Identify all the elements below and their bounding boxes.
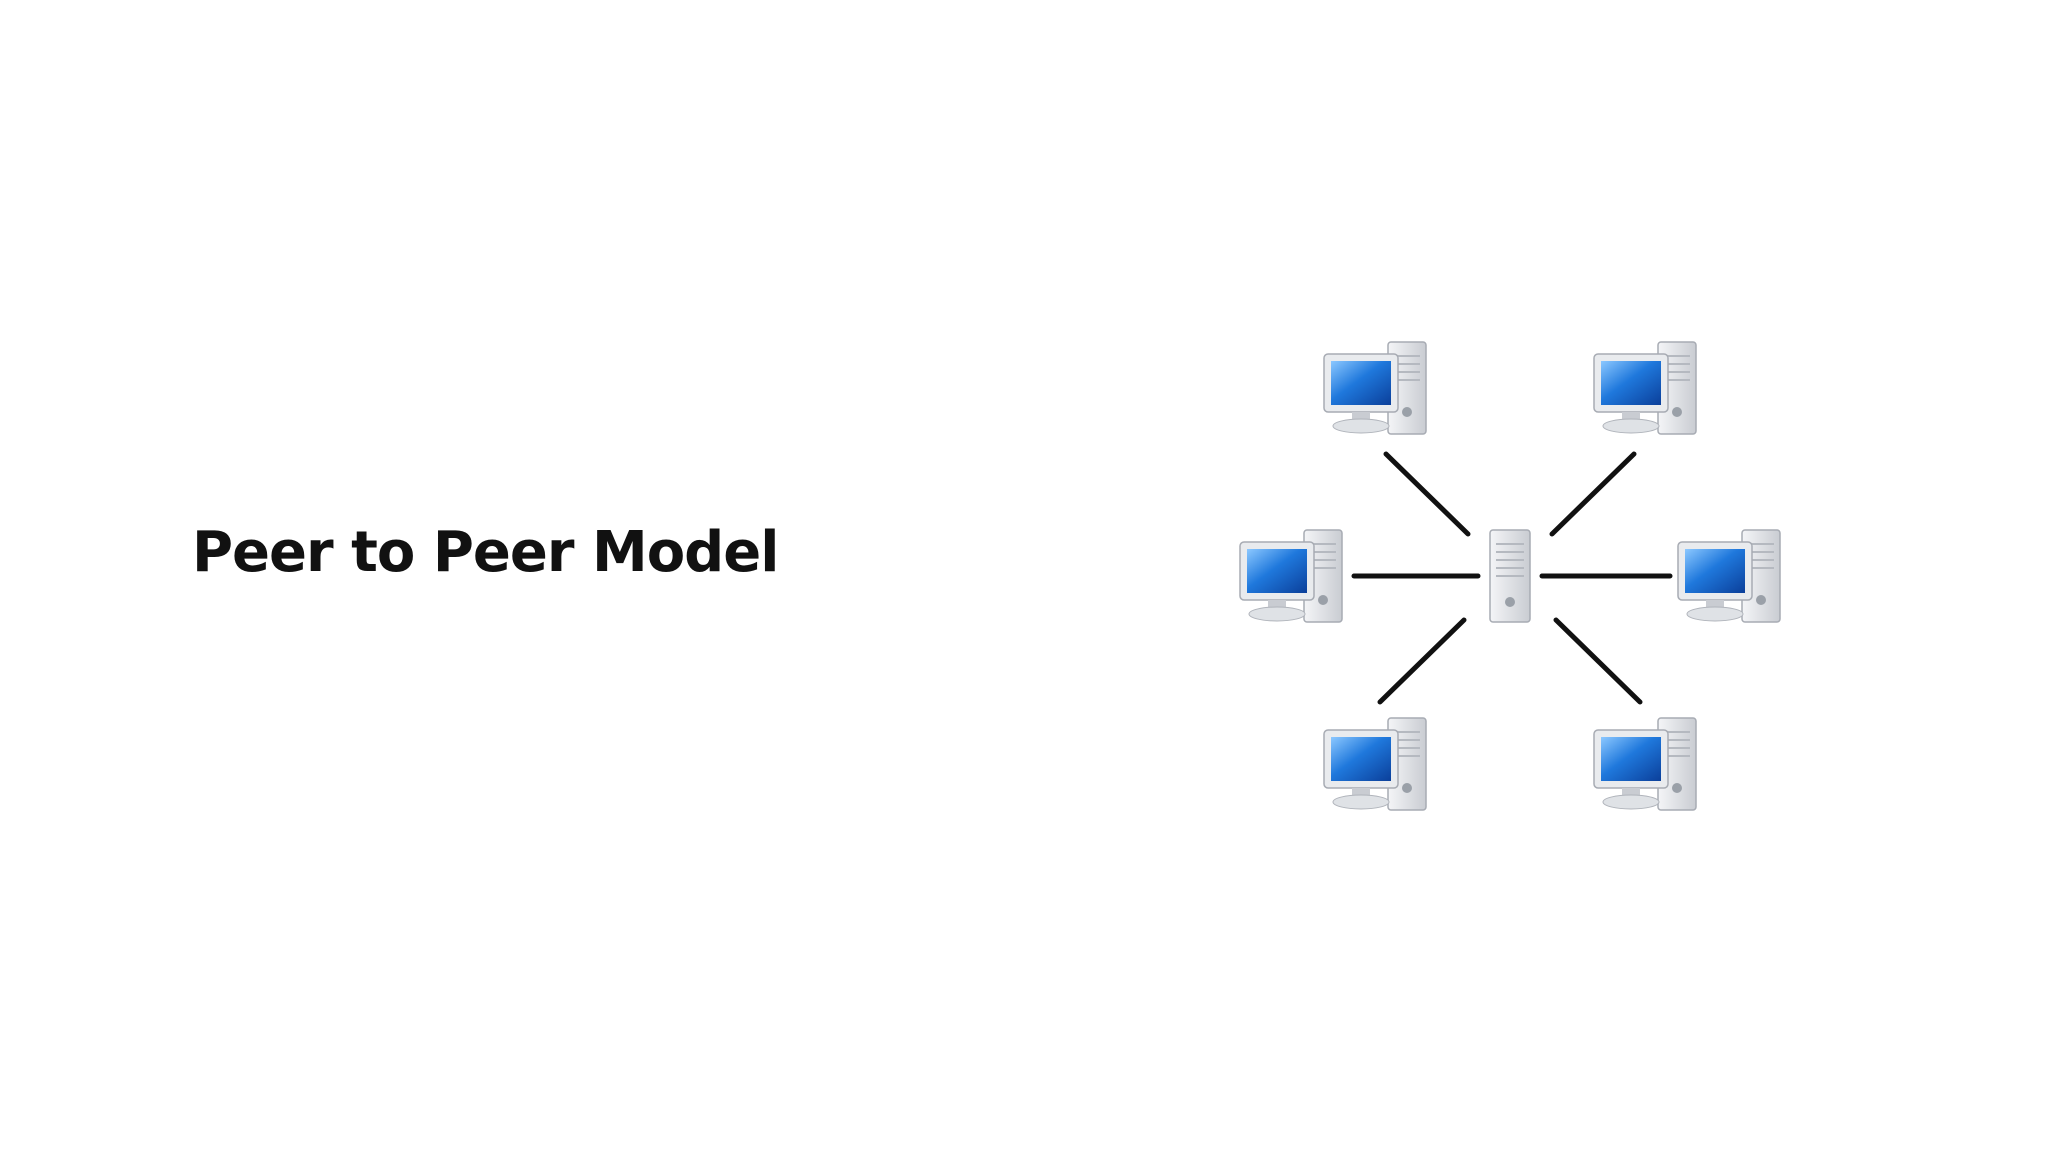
server-tower-icon — [1489, 529, 1531, 623]
computer-icon — [1323, 341, 1427, 435]
computer-icon — [1677, 529, 1781, 623]
network-diagram — [1239, 341, 1781, 811]
computer-icon — [1593, 341, 1697, 435]
computer-icon — [1239, 529, 1343, 623]
link-bottom-right — [1553, 617, 1643, 705]
slide-title: Peer to Peer Model — [192, 520, 779, 585]
link-top-right — [1549, 451, 1637, 537]
computer-icon — [1323, 717, 1427, 811]
link-bottom-left — [1377, 617, 1467, 705]
link-top-left — [1383, 451, 1471, 537]
computer-icon — [1593, 717, 1697, 811]
